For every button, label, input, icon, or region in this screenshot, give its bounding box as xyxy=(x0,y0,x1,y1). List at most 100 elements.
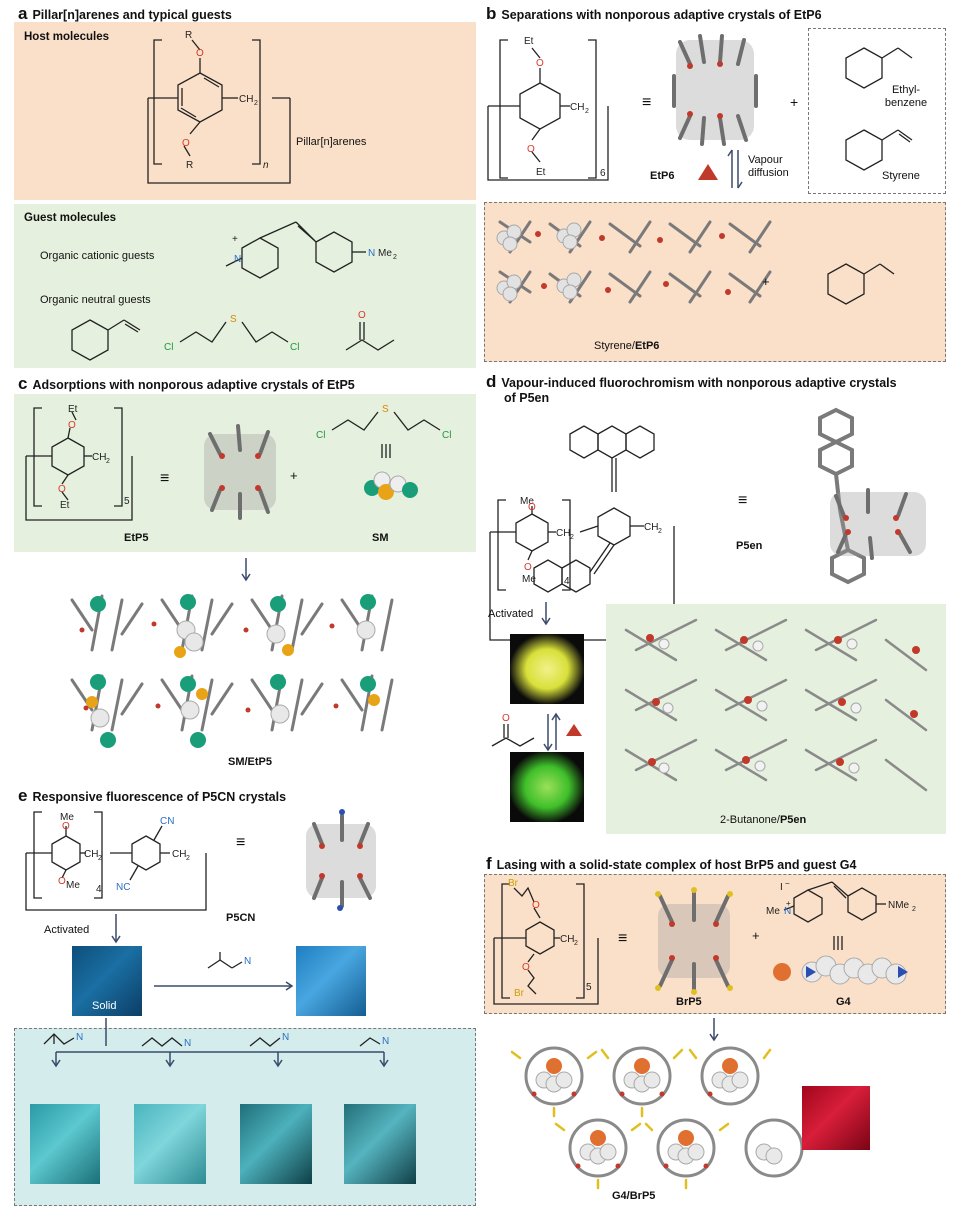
svg-text:N: N xyxy=(234,254,241,265)
equiv-symbol-e: ≡ xyxy=(236,834,246,851)
sm-label: SM xyxy=(372,532,389,544)
svg-text:Cl: Cl xyxy=(290,342,299,353)
svg-text:O: O xyxy=(502,713,510,724)
svg-text:O: O xyxy=(58,484,66,495)
svg-text:O: O xyxy=(536,58,544,69)
svg-text:O: O xyxy=(522,962,530,973)
nitrile-branching-arrows xyxy=(51,1018,389,1068)
svg-text:Br: Br xyxy=(508,878,519,889)
svg-text:O: O xyxy=(532,900,540,911)
activation-arrow-e xyxy=(111,914,121,944)
styrene-structure xyxy=(845,129,913,171)
styrene-label: Styrene xyxy=(882,170,920,182)
isobutyronitrile-photo xyxy=(296,946,366,1016)
svg-text:Et: Et xyxy=(60,500,70,511)
butanone-structure-d: O xyxy=(491,713,535,747)
svg-text:Et: Et xyxy=(524,36,534,47)
svg-text:CH: CH xyxy=(560,934,574,945)
brp5-crystal-model xyxy=(655,887,733,995)
butanone-p5en-crystal-packing xyxy=(624,618,928,792)
ethylbenzene-label: Ethyl-benzene xyxy=(884,84,928,109)
propionitrile-photo xyxy=(240,1104,312,1184)
svg-text:CH: CH xyxy=(92,452,106,463)
svg-text:+: + xyxy=(786,899,791,908)
butanone-p5en-label: 2-Butanone/P5en xyxy=(720,814,807,826)
svg-text:Me: Me xyxy=(766,906,780,917)
svg-text:NMe: NMe xyxy=(888,900,910,911)
vapour-switch-arrows-d xyxy=(543,712,582,752)
svg-text:O: O xyxy=(524,562,532,573)
svg-text:2: 2 xyxy=(658,528,662,535)
svg-text:+: + xyxy=(232,234,238,245)
g4-space-filling-model xyxy=(773,936,908,985)
svg-text:2: 2 xyxy=(98,855,102,862)
brp5-label: BrP5 xyxy=(676,996,702,1008)
svg-text:N: N xyxy=(244,956,251,967)
svg-text:−: − xyxy=(785,879,790,888)
svg-text:R: R xyxy=(186,160,193,171)
etp5-crystal-model xyxy=(204,424,276,520)
equiv-symbol-f: ≡ xyxy=(618,930,628,947)
solid-fluorescence-photo xyxy=(72,946,142,1016)
svg-text:O: O xyxy=(58,876,66,887)
svg-text:Me: Me xyxy=(522,574,536,585)
etp5-box xyxy=(14,394,476,552)
sm-etp5-label: SM/EtP5 xyxy=(228,756,273,768)
svg-text:2: 2 xyxy=(574,940,578,947)
svg-text:Me: Me xyxy=(520,496,534,507)
svg-text:Br: Br xyxy=(514,988,525,999)
cationic-guests-label: Organic cationic guests xyxy=(40,250,155,262)
etp5-label: EtP5 xyxy=(124,532,149,544)
svg-text:O: O xyxy=(528,502,536,513)
svg-text:5: 5 xyxy=(124,496,130,507)
plus-sign-b: + xyxy=(790,94,799,110)
svg-text:O: O xyxy=(62,821,70,832)
pillararene-name: Pillar[n]arenes xyxy=(296,136,367,148)
green-fluorescence-photo xyxy=(510,752,584,822)
butyronitrile-photo xyxy=(134,1104,206,1184)
svg-text:O: O xyxy=(196,48,204,59)
svg-text:Et: Et xyxy=(536,167,546,178)
g4-brp5-crystal-packing xyxy=(510,1046,804,1190)
svg-text:2: 2 xyxy=(585,108,589,115)
svg-text:N: N xyxy=(282,1032,289,1043)
svg-text:S: S xyxy=(382,404,389,415)
vapour-diffusion-label: Vapour diffusion xyxy=(748,154,789,179)
svg-text:6: 6 xyxy=(600,168,606,179)
guest-molecules-box xyxy=(14,204,476,368)
etp6-label: EtP6 xyxy=(650,170,675,182)
solid-label: Solid xyxy=(92,1000,117,1012)
p5en-crystal-model xyxy=(818,407,926,585)
brp5-g4-box xyxy=(484,874,946,1014)
host-molecules-heading: Host molecules xyxy=(24,31,109,43)
guests-dashed-box xyxy=(808,28,946,194)
equiv-symbol-b: ≡ xyxy=(642,94,652,111)
guest-molecules-heading: Guest molecules xyxy=(24,212,117,224)
neutral-guests-structures: Cl S Cl O xyxy=(71,310,395,361)
activation-arrow-d xyxy=(541,602,551,626)
svg-text:4: 4 xyxy=(96,884,102,895)
svg-text:2: 2 xyxy=(254,100,258,107)
svg-text:CH: CH xyxy=(84,849,98,860)
svg-text:CH: CH xyxy=(644,522,658,533)
svg-text:NC: NC xyxy=(116,882,130,893)
etp6-crystal-model xyxy=(672,34,758,146)
svg-text:N: N xyxy=(76,1032,83,1043)
svg-text:2: 2 xyxy=(393,254,397,261)
svg-text:2: 2 xyxy=(106,458,110,465)
equiv-symbol-d: ≡ xyxy=(738,492,748,509)
plus-sign-f: + xyxy=(752,928,760,943)
activated-label-d: Activated xyxy=(488,608,534,620)
svg-text:R: R xyxy=(185,30,192,41)
host-molecules-box xyxy=(14,22,476,200)
svg-text:N: N xyxy=(382,1036,389,1047)
svg-text:CH: CH xyxy=(570,102,584,113)
